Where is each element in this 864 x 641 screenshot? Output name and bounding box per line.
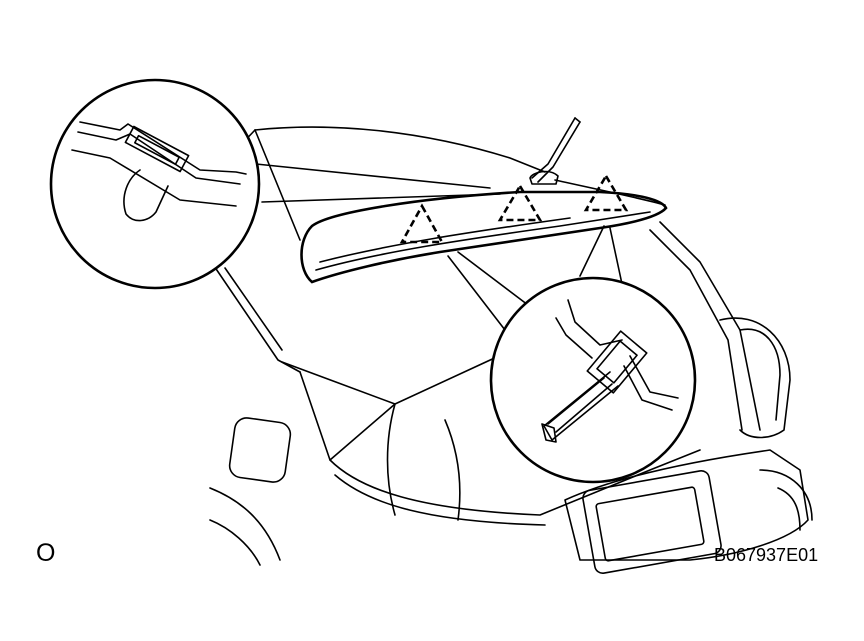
view-letter-label: O: [36, 539, 56, 567]
figure-id-label: B067937E01: [714, 545, 819, 565]
leader-line-right: [447, 255, 506, 331]
dashed-triangle-icon: [497, 183, 543, 222]
dashed-triangle-icon: [399, 203, 445, 244]
spoiler-icon: [235, 129, 668, 284]
leader-line-right: [457, 251, 529, 306]
dashed-triangle-icon: [583, 173, 629, 212]
clip-detail-magnifier-icon: [489, 276, 697, 484]
leader-line-left: [255, 163, 491, 189]
leader-line-right: [579, 225, 605, 277]
leader-line-right: [609, 227, 623, 285]
car-rear-outline-icon: [209, 126, 813, 575]
antenna-icon: [529, 117, 581, 185]
leader-line-left: [261, 193, 501, 203]
clip-detail-magnifier-icon: [49, 78, 261, 290]
